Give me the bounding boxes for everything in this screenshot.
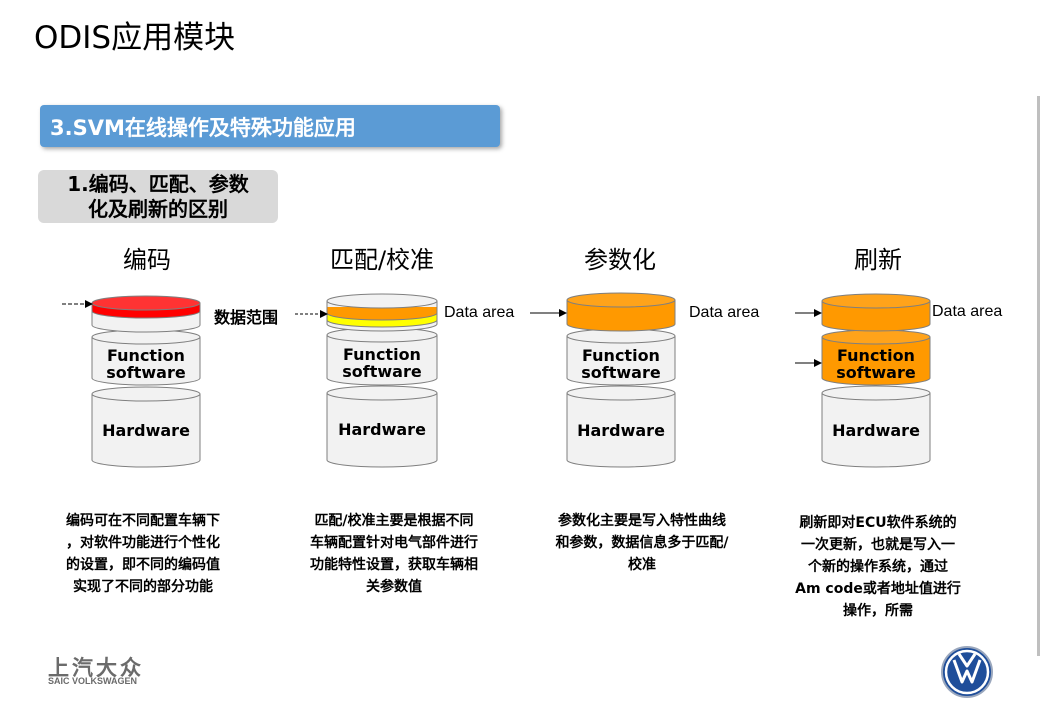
- label-function-software-1: Function software: [106, 346, 186, 382]
- label-hardware-2: Hardware: [338, 420, 426, 439]
- label-function-software-2: Function software: [342, 345, 422, 381]
- stack-coding: [62, 295, 201, 468]
- section-title: 3.SVM在线操作及特殊功能应用: [50, 116, 356, 140]
- stack-flashing: [795, 293, 931, 468]
- desc-coding: 编码可在不同配置车辆下 ，对软件功能进行个性化 的设置，即不同的编码值 实现了不…: [66, 513, 220, 595]
- right-edge-rule: [1037, 96, 1040, 656]
- page-title: ODIS应用模块: [34, 20, 236, 56]
- heading-parameterization: 参数化: [584, 246, 656, 274]
- label-data-area-4: Data area: [932, 303, 1003, 320]
- label-function-software-3: Function software: [581, 346, 661, 382]
- sub-banner: 1.编码、匹配、参数 化及刷新的区别: [38, 170, 278, 223]
- label-hardware-4: Hardware: [832, 421, 920, 440]
- section-banner: 3.SVM在线操作及特殊功能应用: [40, 105, 500, 147]
- label-hardware-3: Hardware: [577, 421, 665, 440]
- stack-parameterization: [530, 292, 676, 468]
- label-data-area-2: Data area: [444, 304, 515, 321]
- heading-adaptation: 匹配/校准: [329, 246, 435, 274]
- sub-title: 1.编码、匹配、参数 化及刷新的区别: [67, 172, 249, 221]
- label-data-range: 数据范围: [214, 308, 279, 327]
- label-data-area-3: Data area: [689, 304, 760, 321]
- stack-diagram: [62, 292, 931, 468]
- label-hardware-1: Hardware: [102, 421, 190, 440]
- saic-logo-en: SAIC VOLKSWAGEN: [48, 676, 138, 686]
- saic-logo-cn: 上汽大众: [48, 656, 144, 680]
- label-function-software-4: Function software: [836, 346, 916, 382]
- desc-flashing: 刷新即对ECU软件系统的 一次更新，也就是写入一 个新的操作系统，通过 Am c…: [795, 515, 961, 619]
- desc-parameterization: 参数化主要是写入特性曲线 和参数，数据信息多于匹配/ 校准: [555, 513, 729, 573]
- vw-logo-icon: [941, 646, 993, 698]
- stack-adaptation: [295, 293, 438, 468]
- heading-flashing: 刷新: [854, 246, 902, 274]
- desc-adaptation: 匹配/校准主要是根据不同 车辆配置针对电气部件进行 功能特性设置，获取车辆相 关…: [310, 513, 478, 595]
- heading-coding: 编码: [123, 246, 171, 274]
